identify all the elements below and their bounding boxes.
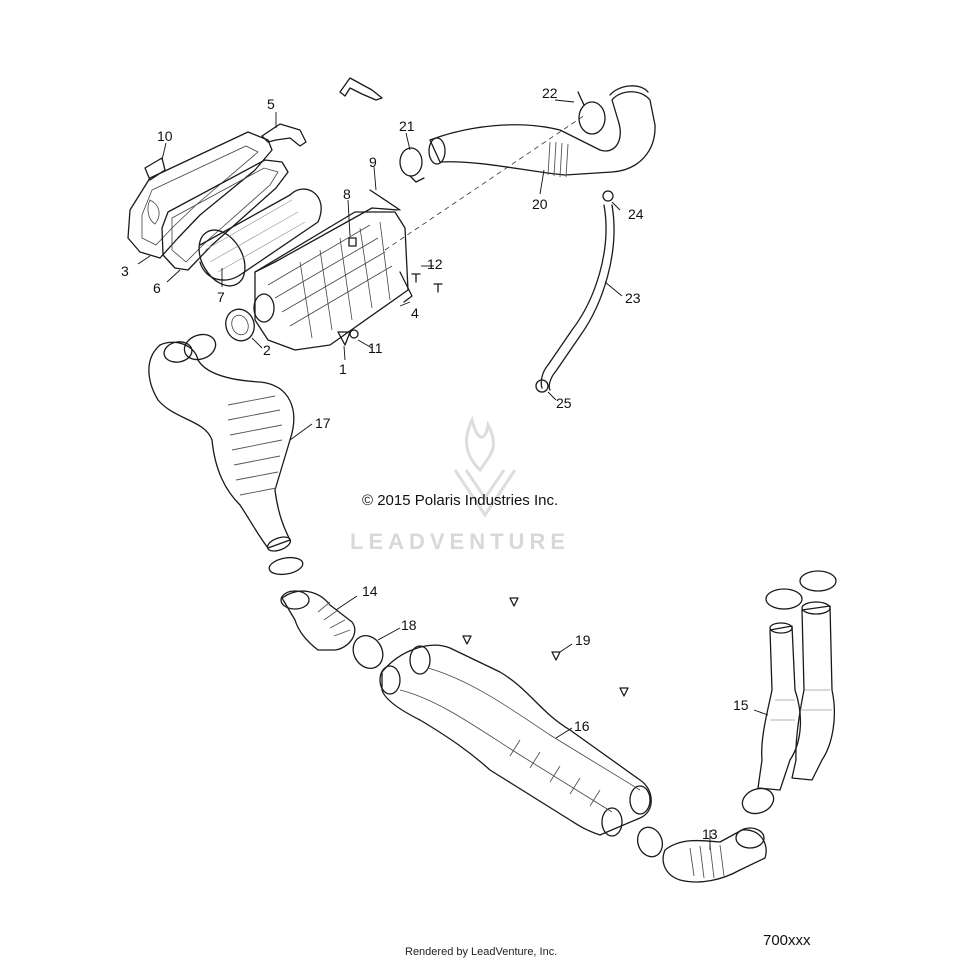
part-15-outlet-ducts xyxy=(757,601,835,791)
callout-21: 21 xyxy=(399,118,415,134)
callout-4: 4 xyxy=(411,305,419,321)
footer-credit: Rendered by LeadVenture, Inc. xyxy=(405,946,558,958)
part-13-elbow xyxy=(662,827,767,883)
part-19-fastener-d xyxy=(619,687,629,697)
callout-16: 16 xyxy=(574,718,590,734)
part-5-bracket xyxy=(261,123,307,147)
part-24-clamp xyxy=(602,190,614,202)
part-23-hose xyxy=(540,204,607,389)
watermark-text: LEADVENTURE xyxy=(350,529,571,554)
callout-18: 18 xyxy=(401,617,417,633)
part-20-intake-duct xyxy=(428,85,656,178)
callout-5: 5 xyxy=(267,96,275,112)
clamp-17-top xyxy=(183,333,217,361)
part-12-screw xyxy=(411,273,421,283)
callout-9: 9 xyxy=(369,154,377,170)
callout-15: 15 xyxy=(733,697,749,713)
callout-1: 1 xyxy=(339,361,347,377)
clamp-13-left xyxy=(636,826,664,858)
part-19-fastener-a xyxy=(509,597,519,607)
part-12-screw-b xyxy=(433,283,443,293)
part-22-clamp xyxy=(578,101,606,135)
callout-7: 7 xyxy=(217,289,225,305)
callout-20: 20 xyxy=(532,196,548,212)
part-19-fastener-b xyxy=(462,635,472,645)
callout-25: 25 xyxy=(556,395,572,411)
part-21-clamp xyxy=(399,147,425,183)
callout-14: 14 xyxy=(362,583,378,599)
part-2-coupler xyxy=(225,308,255,342)
callout-3: 3 xyxy=(121,263,129,279)
callout-11: 11 xyxy=(368,340,383,356)
callout-17: 17 xyxy=(315,415,331,431)
part-9-rod xyxy=(369,189,401,211)
callout-2: 2 xyxy=(263,342,271,358)
callout-8: 8 xyxy=(343,186,351,202)
part-4-airbox-housing xyxy=(253,207,413,351)
clamp-13-right xyxy=(741,787,775,815)
alignment-dash-line xyxy=(384,114,586,251)
part-17-inlet-duct xyxy=(148,341,295,552)
callout-23: 23 xyxy=(625,290,641,306)
part-14-elbow xyxy=(280,590,356,651)
callout-12: 12 xyxy=(427,256,443,272)
clamp-17-bottom xyxy=(268,556,304,576)
part-7-air-filter xyxy=(198,188,322,287)
part-16-twin-duct xyxy=(379,644,652,837)
leadventure-logo-icon xyxy=(453,415,517,518)
part-19-fastener-c xyxy=(551,651,561,661)
callout-19: 19 xyxy=(575,632,591,648)
callout-10: 10 xyxy=(157,128,173,144)
callout-24: 24 xyxy=(628,206,644,222)
callout-13: 13 xyxy=(702,826,718,842)
top-clip xyxy=(339,77,383,101)
clamp-15-right xyxy=(799,570,837,592)
part-25-clamp xyxy=(535,379,549,393)
part-8-sensor xyxy=(348,237,357,247)
leader-lines xyxy=(137,99,769,850)
callout-6: 6 xyxy=(153,280,161,296)
part-18-clamp xyxy=(352,635,384,669)
part-11-fastener xyxy=(349,329,359,339)
callout-22: 22 xyxy=(542,85,558,101)
clamp-15-left xyxy=(765,588,803,610)
copyright-text: © 2015 Polaris Industries Inc. xyxy=(362,492,559,509)
part-6-gasket xyxy=(161,159,289,271)
diagram-id: 700xxx xyxy=(763,932,811,949)
part-1-fastener xyxy=(337,331,351,346)
